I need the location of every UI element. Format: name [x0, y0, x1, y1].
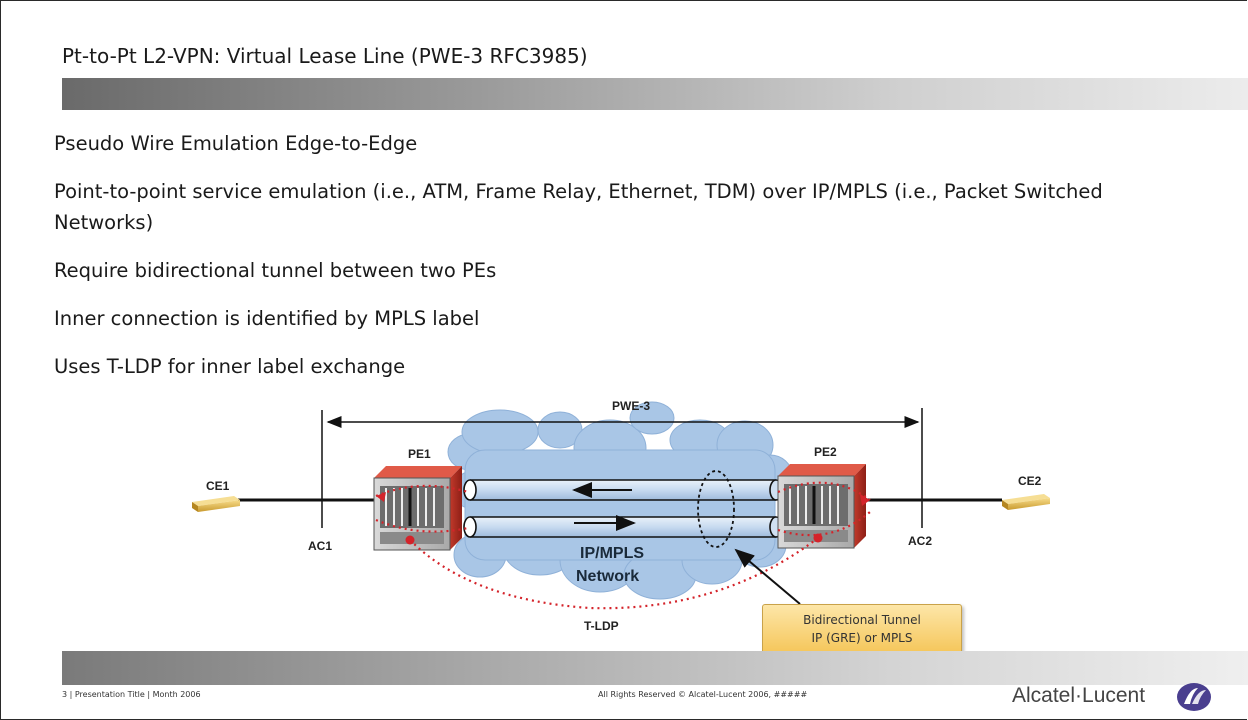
- tunnel-callout-line2: IP (GRE) or MPLS: [811, 631, 913, 645]
- tunnel-callout-line1: Bidirectional Tunnel: [803, 613, 921, 627]
- footer-slide-info: 3 | Presentation Title | Month 2006: [62, 690, 201, 699]
- alcatel-lucent-logo: Alcatel·Lucent: [1012, 682, 1222, 712]
- alcatel-lucent-emblem-icon: [1177, 683, 1211, 711]
- bullet-item: Uses T-LDP for inner label exchange: [54, 355, 406, 378]
- slide-title: Pt-to-Pt L2-VPN: Virtual Lease Line (PWE…: [62, 44, 588, 68]
- footer-copyright: All Rights Reserved © Alcatel-Lucent 200…: [598, 690, 808, 699]
- bullet-item: Require bidirectional tunnel between two…: [54, 259, 497, 282]
- bullet-item: Point-to-point service emulation (i.e., …: [54, 180, 1103, 234]
- bidirectional-tunnel-callout: Bidirectional Tunnel IP (GRE) or MPLS: [762, 604, 962, 654]
- title-gradient-bar: [62, 78, 1248, 110]
- bullet-list: Pseudo Wire Emulation Edge-to-Edge Point…: [54, 128, 1184, 399]
- bullet-item: Pseudo Wire Emulation Edge-to-Edge: [54, 132, 418, 155]
- bullet-item: Inner connection is identified by MPLS l…: [54, 307, 480, 330]
- brand-name: Alcatel·Lucent: [1012, 684, 1146, 707]
- footer-gradient-bar: [62, 651, 1248, 685]
